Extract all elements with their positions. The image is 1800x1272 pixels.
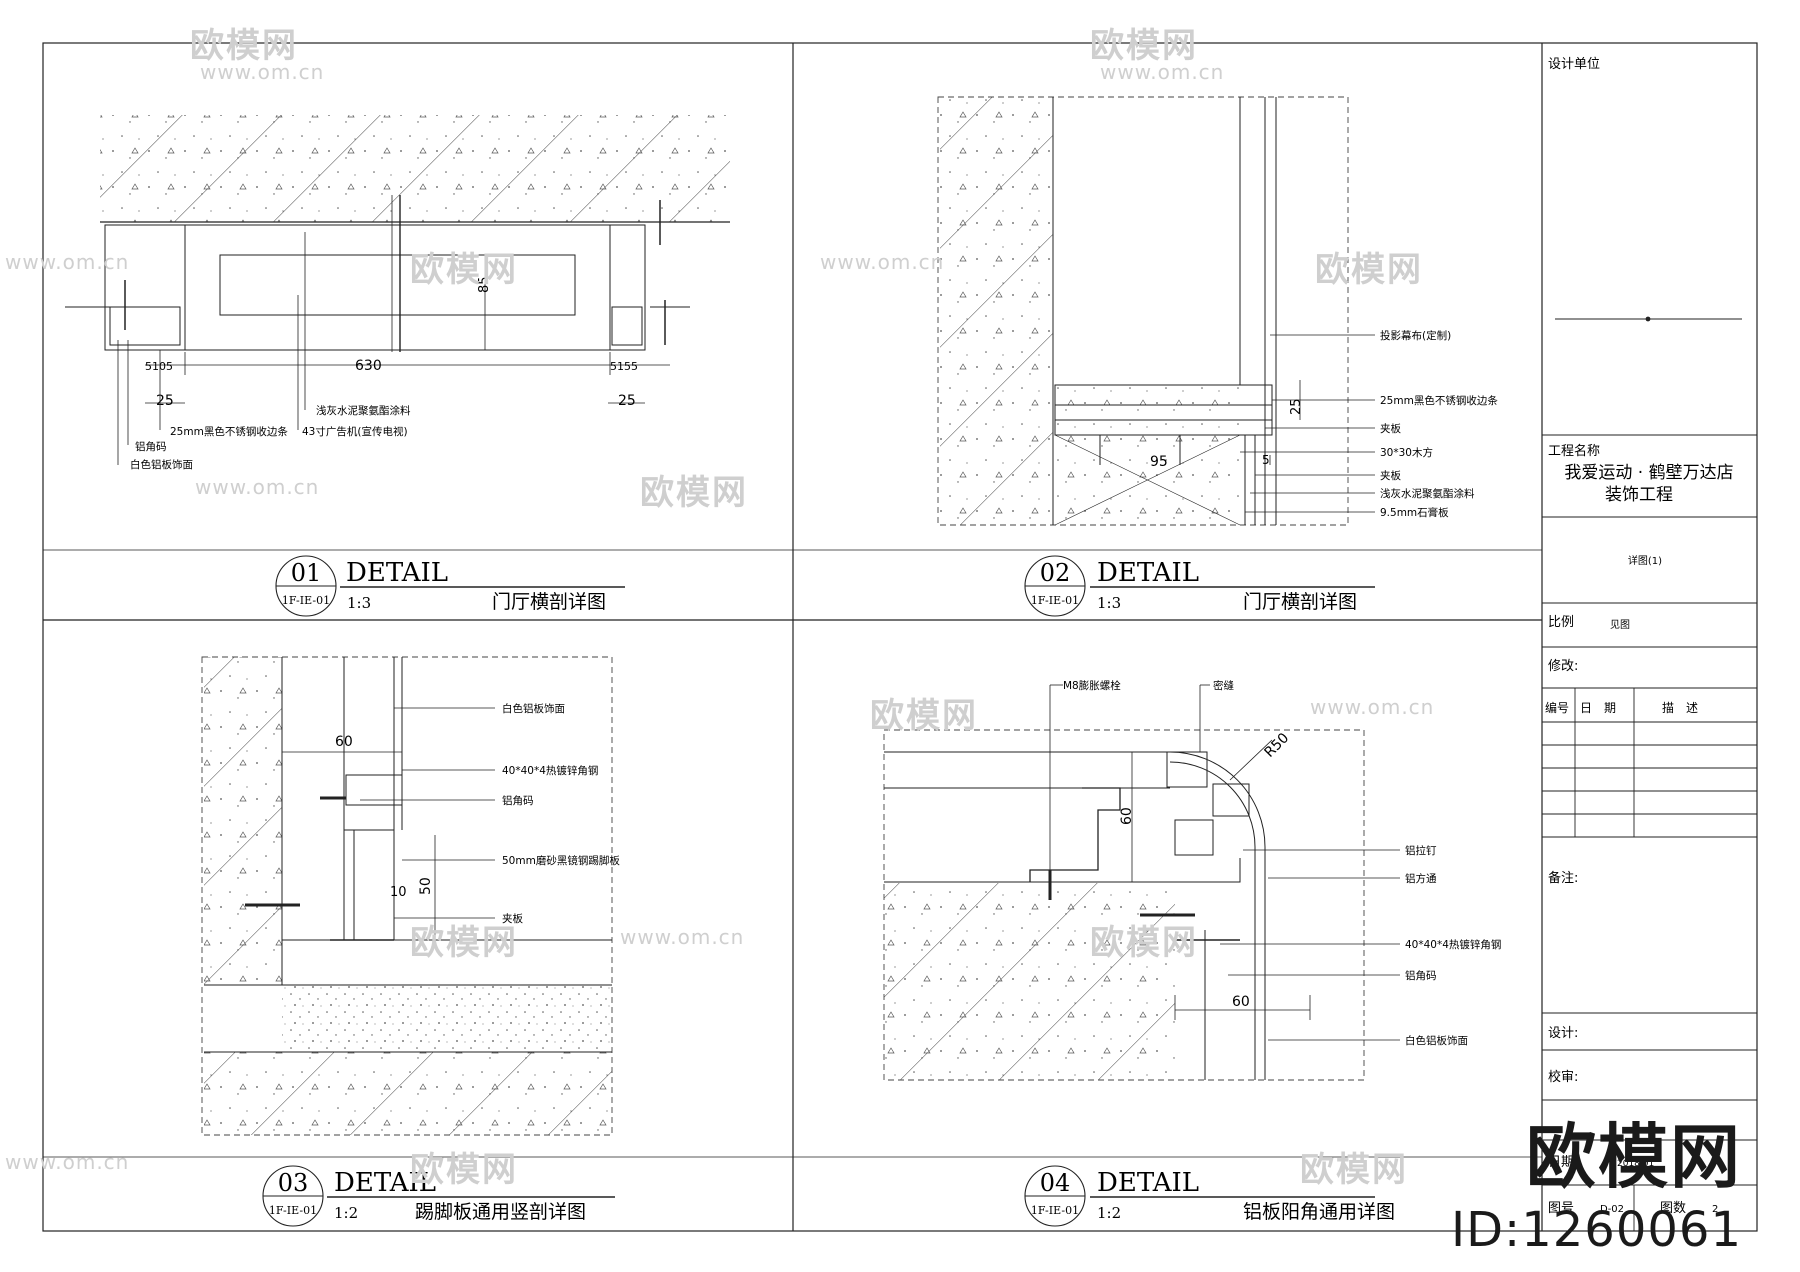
- label-aluminum-bracket: 铝角码: [502, 794, 534, 807]
- check-label: 校审:: [1548, 1069, 1578, 1085]
- label-plywood: 夹板: [502, 912, 523, 925]
- label-steel-trim: 25mm黑色不锈钢收边条: [1380, 394, 1498, 407]
- panel-number: 04: [1040, 1169, 1071, 1197]
- sheet-frame: [42, 42, 1758, 1232]
- panel-word: DETAIL: [334, 1168, 436, 1198]
- revision-label: 修改:: [1548, 659, 1578, 674]
- scale-value: 见图: [1610, 619, 1630, 631]
- design-label: 设计:: [1548, 1026, 1578, 1041]
- sheet-name: 详图(1): [1628, 554, 1662, 567]
- panel-title: 门厅横剖详图: [1243, 591, 1357, 613]
- label-aluminum-panel: 白色铝板饰面: [502, 702, 565, 715]
- label-angle-steel: 40*40*4热镀锌角钢: [1405, 938, 1501, 951]
- label-tight-seam: 密缝: [1213, 679, 1235, 692]
- watermark-id: ID:1260061: [1450, 1202, 1742, 1258]
- dim-25: 25: [1289, 398, 1304, 415]
- panel-title-02: 02 1F-IE-01 DETAIL 1:3 门厅横剖详图: [1024, 555, 1375, 617]
- label-aluminum-panel: 白色铝板饰面: [1405, 1034, 1468, 1047]
- label-plywood-2: 夹板: [1380, 469, 1402, 482]
- label-paint: 浅灰水泥聚氨酯涂料: [1380, 487, 1475, 500]
- project-label: 工程名称: [1548, 443, 1600, 459]
- scale-label: 比例: [1548, 615, 1574, 630]
- label-rivet: 铝拉钉: [1405, 844, 1437, 857]
- dim-right-chain: 5155: [610, 360, 638, 373]
- dim-5: 5: [1262, 453, 1270, 467]
- dim-630: 630: [355, 358, 382, 374]
- revision-col-date: 日 期: [1580, 701, 1616, 715]
- panel-number: 02: [1040, 559, 1071, 587]
- design-unit-label: 设计单位: [1548, 57, 1600, 72]
- detail-03-drawing: 60 10 50 白色铝板饰面 40*40*4热镀锌角钢 铝角码 50mm磨砂黑…: [201, 656, 620, 1136]
- detail-04-drawing: 60 60 R50 M8膨胀螺栓 密缝 铝拉钉 铝方通 40*40*4热镀锌角钢…: [883, 679, 1501, 1081]
- panel-title: 踢脚板通用竖剖详图: [415, 1201, 586, 1223]
- panel-ref: 1F-IE-01: [269, 1204, 317, 1217]
- dim-60-horizontal: 60: [1232, 994, 1250, 1010]
- date-value: 2018.01: [1617, 1159, 1654, 1169]
- dim-95: 95: [1150, 454, 1168, 470]
- panel-word: DETAIL: [346, 558, 448, 588]
- dim-60: 60: [335, 734, 353, 750]
- label-gypsum: 9.5mm石膏板: [1380, 506, 1449, 519]
- label-expansion-bolt: M8膨胀螺栓: [1063, 679, 1121, 692]
- revision-col-no: 编号: [1545, 700, 1569, 715]
- label-timber: 30*30木方: [1380, 446, 1433, 459]
- date-label: 日期:: [1548, 1155, 1578, 1170]
- panel-scale: 1:3: [347, 594, 371, 612]
- label-angle-steel: 40*40*4热镀锌角钢: [502, 764, 598, 777]
- panel-scale: 1:2: [334, 1204, 358, 1222]
- panel-title: 铝板阳角通用详图: [1243, 1201, 1395, 1223]
- dim-left-chain: 5105: [145, 360, 173, 373]
- label-aluminum-bracket: 铝角码: [1405, 969, 1437, 982]
- detail-01-drawing: 630 85 25 25 5105 5155 浅灰水泥聚氨酯涂料 43寸广告机(…: [65, 115, 730, 471]
- dim-r50: R50: [1262, 730, 1293, 761]
- label-aluminum-panel: 白色铝板饰面: [130, 458, 193, 471]
- panel-number: 01: [291, 559, 322, 587]
- dim-25-right: 25: [618, 393, 636, 409]
- dim-60-vertical: 60: [1119, 807, 1135, 825]
- remarks-label: 备注:: [1548, 870, 1578, 886]
- panel-ref: 1F-IE-01: [1031, 594, 1079, 607]
- panel-scale: 1:3: [1097, 594, 1121, 612]
- project-name-line1: 我爱运动 · 鹤壁万达店: [1564, 463, 1733, 483]
- label-steel-trim: 25mm黑色不锈钢收边条: [170, 425, 288, 438]
- label-plywood: 夹板: [1380, 422, 1402, 435]
- sheet-count-value: 2: [1712, 1204, 1718, 1215]
- panel-word: DETAIL: [1097, 1168, 1199, 1198]
- panel-title-03: 03 1F-IE-01 DETAIL 1:2 踢脚板通用竖剖详图: [262, 1165, 615, 1227]
- label-projection-screen: 投影幕布(定制): [1380, 329, 1451, 342]
- label-paint: 浅灰水泥聚氨酯涂料: [316, 404, 411, 417]
- panel-title: 门厅横剖详图: [492, 591, 606, 613]
- panel-scale: 1:2: [1097, 1204, 1121, 1222]
- panel-ref: 1F-IE-01: [1031, 1204, 1079, 1217]
- dim-25-left: 25: [156, 393, 174, 409]
- dim-85: 85: [477, 276, 492, 293]
- label-skirting: 50mm磨砂黑镜钢踢脚板: [502, 854, 620, 867]
- project-name-line2: 装饰工程: [1605, 485, 1673, 505]
- panel-title-01: 01 1F-IE-01 DETAIL 1:3 门厅横剖详图: [275, 555, 625, 617]
- label-aluminum-tube: 铝方通: [1405, 872, 1437, 885]
- label-ad-screen: 43寸广告机(宣传电视): [302, 425, 408, 438]
- panel-number: 03: [278, 1169, 309, 1197]
- dim-50: 50: [418, 877, 434, 895]
- title-block: 设计单位 工程名称 我爱运动 · 鹤壁万达店 装饰工程 详图(1) 比例 见图 …: [1542, 57, 1757, 1231]
- detail-02-drawing: 25 95 5 投影幕布(定制) 25mm黑色不锈钢收边条 夹板 30*30木方…: [937, 96, 1498, 526]
- panel-title-04: 04 1F-IE-01 DETAIL 1:2 铝板阳角通用详图: [1024, 1165, 1395, 1227]
- label-aluminum-bracket: 铝角码: [135, 440, 167, 453]
- panel-word: DETAIL: [1097, 558, 1199, 588]
- revision-col-desc: 描 述: [1662, 701, 1698, 715]
- watermark-big-logo: 欧模网: [1526, 1116, 1742, 1198]
- drawing-no-value: D-02: [1600, 1204, 1624, 1215]
- sheet-count-label: 图数: [1660, 1201, 1686, 1216]
- drawing-no-label: 图号: [1548, 1201, 1574, 1216]
- dim-10: 10: [390, 885, 407, 900]
- panel-ref: 1F-IE-01: [282, 594, 330, 607]
